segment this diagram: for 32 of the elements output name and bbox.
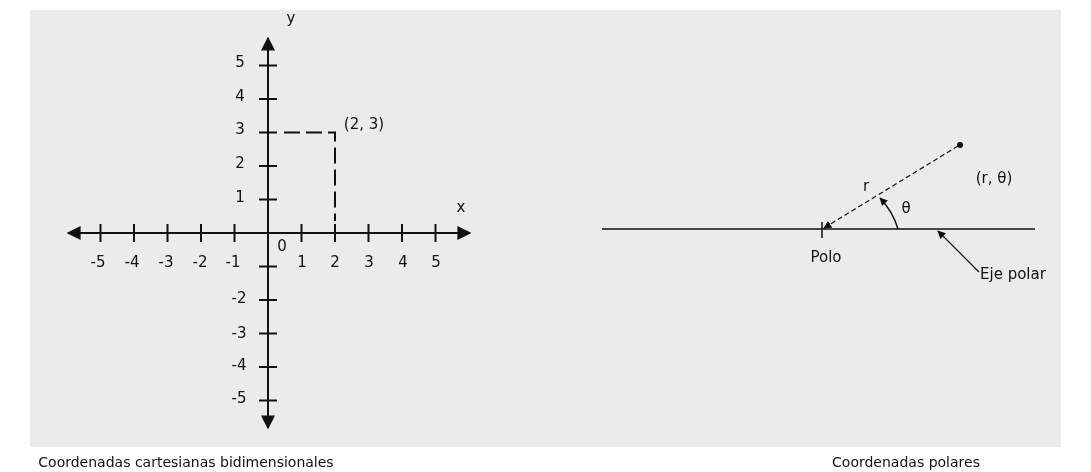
tick-label: 5 bbox=[431, 253, 441, 271]
tick-label: -4 bbox=[231, 356, 247, 374]
axis-label: y bbox=[286, 9, 296, 27]
tick-label: -4 bbox=[124, 253, 140, 271]
radius-label: r bbox=[862, 177, 870, 195]
angle-label: θ bbox=[901, 199, 911, 217]
tick-label: -5 bbox=[231, 389, 247, 407]
tick-label: -5 bbox=[90, 253, 106, 271]
caption: Coordenadas polares bbox=[832, 455, 980, 471]
leader-line bbox=[937, 230, 980, 273]
tick-label: 5 bbox=[235, 53, 245, 71]
tick-label: 4 bbox=[235, 87, 245, 105]
tick-label: -1 bbox=[225, 253, 241, 271]
tick-label: 3 bbox=[364, 253, 374, 271]
point-label: (r, θ) bbox=[975, 169, 1013, 187]
tick-label: 1 bbox=[235, 188, 245, 206]
axis-callout-label: Eje polar bbox=[980, 266, 1046, 283]
pole-label: Polo bbox=[810, 248, 842, 266]
tick-label: 3 bbox=[235, 120, 245, 138]
polar-axis-line bbox=[601, 228, 1036, 230]
tick-label: 2 bbox=[330, 253, 340, 271]
tick-label: 2 bbox=[235, 154, 245, 172]
origin-label: 0 bbox=[277, 237, 287, 255]
tick-label: -3 bbox=[231, 324, 247, 342]
tick-label: 1 bbox=[297, 253, 307, 271]
tick-label: 4 bbox=[398, 253, 408, 271]
tick-label: -3 bbox=[158, 253, 174, 271]
axis-label: x bbox=[456, 198, 466, 216]
point-label: (2, 3) bbox=[343, 115, 385, 133]
tick-label: -2 bbox=[231, 289, 247, 307]
caption: Coordenadas cartesianas bidimensionales bbox=[38, 455, 334, 471]
tick-label: -2 bbox=[192, 253, 208, 271]
